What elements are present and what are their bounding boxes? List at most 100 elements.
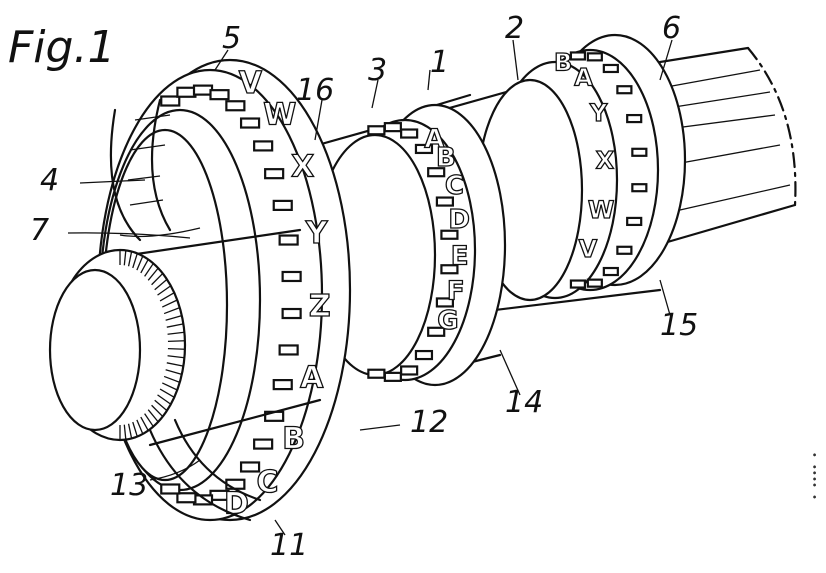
ring-letter: G xyxy=(437,306,458,336)
ring-letter: V xyxy=(579,235,598,263)
reference-numeral-13: 13 xyxy=(110,468,148,503)
knob xyxy=(48,228,322,447)
reference-numeral-7: 7 xyxy=(30,213,49,248)
knurl-line xyxy=(159,292,175,302)
knurl-line xyxy=(154,399,168,412)
ring-tooth xyxy=(176,492,197,504)
ring-tooth xyxy=(253,438,274,450)
ring-tooth xyxy=(400,365,419,376)
ring-letter: C xyxy=(257,465,279,500)
knurl-line xyxy=(154,278,168,291)
knurl-line xyxy=(136,255,144,271)
knurl-line xyxy=(167,347,185,350)
ring-tooth xyxy=(427,326,446,337)
knurl-line xyxy=(167,355,185,359)
reference-numeral-16: 16 xyxy=(296,73,334,108)
knurl-line xyxy=(151,404,164,417)
ring-tooth xyxy=(435,196,454,207)
knurl-line xyxy=(151,273,164,286)
knurl-line xyxy=(157,394,172,405)
ring-tooth xyxy=(383,122,402,133)
knurl-line xyxy=(123,424,127,440)
ring-tooth xyxy=(367,125,386,136)
ring-tooth xyxy=(383,371,402,382)
knurl-line xyxy=(161,382,178,391)
ring-tooth xyxy=(281,307,302,320)
ring-letter: B xyxy=(282,422,305,457)
reference-numeral-5: 5 xyxy=(222,21,241,56)
ring-letter: E xyxy=(451,242,469,272)
ring-tooth xyxy=(264,168,285,180)
ring-tooth xyxy=(427,167,446,178)
knurl-line xyxy=(165,315,182,321)
ring-tooth xyxy=(209,89,230,101)
ring-tooth xyxy=(616,245,633,255)
ring-tooth xyxy=(278,234,299,246)
figure-title: Fig.1 xyxy=(8,22,115,73)
ring-tooth xyxy=(239,461,261,473)
reference-numeral-2: 2 xyxy=(505,11,524,46)
ring-tooth xyxy=(569,51,587,61)
knurl-line xyxy=(157,285,172,296)
knurl-line xyxy=(144,413,154,427)
reference-numeral-4: 4 xyxy=(40,163,59,198)
knurl-line xyxy=(140,259,149,274)
knurl-line xyxy=(132,421,138,437)
knurl-line xyxy=(136,419,144,435)
ring-tooth xyxy=(602,63,619,74)
knurl-line xyxy=(163,375,180,383)
ring-letter: A xyxy=(424,124,444,154)
ring-tooth xyxy=(414,349,434,361)
ring-tooth xyxy=(272,379,293,391)
ring-tooth xyxy=(160,95,181,107)
ring-letter: A xyxy=(300,360,324,395)
ring-tooth xyxy=(192,84,214,96)
ring-letter: W xyxy=(263,97,296,132)
ring-tooth xyxy=(440,229,459,240)
knurl-line xyxy=(123,250,127,266)
reference-numeral-3: 3 xyxy=(368,53,387,88)
ring-letter: X xyxy=(291,149,314,184)
knurl-line xyxy=(159,388,175,398)
leader-lines xyxy=(67,39,673,536)
reference-numeral-15: 15 xyxy=(660,308,698,343)
ring-letter: W xyxy=(588,196,614,224)
ring-tooth xyxy=(278,344,299,356)
knurl-line xyxy=(166,362,184,367)
ring-letter: Z xyxy=(309,289,331,324)
ring-tooth xyxy=(239,117,261,129)
ring-letter: V xyxy=(239,66,263,101)
ring-tooth xyxy=(440,264,459,275)
ring-tooth xyxy=(272,199,293,211)
knurl-line xyxy=(147,409,159,423)
reference-numeral-1: 1 xyxy=(430,45,449,80)
ring-tooth xyxy=(586,52,603,62)
knurl-line xyxy=(165,369,182,375)
knurl-line xyxy=(132,253,138,269)
ring-tooth xyxy=(176,86,197,98)
knurl-line xyxy=(166,323,184,328)
reference-numeral-11: 11 xyxy=(270,528,308,563)
ring-letter: B xyxy=(554,48,572,76)
ring-tooth xyxy=(631,147,648,157)
ring-letter: A xyxy=(574,64,593,92)
reference-numeral-14: 14 xyxy=(505,385,543,420)
knurl-line xyxy=(167,331,185,335)
ring-tooth xyxy=(569,279,587,289)
ring-letter: D xyxy=(448,205,470,235)
ring-tooth xyxy=(253,140,274,152)
knurl-line xyxy=(127,423,133,439)
knurl-line xyxy=(163,307,180,315)
ring-tooth xyxy=(281,270,302,283)
ring-tooth xyxy=(586,278,603,288)
ring-tooth xyxy=(225,100,246,112)
ring-tooth xyxy=(626,216,643,227)
ring-tooth xyxy=(631,183,648,193)
knurl-line xyxy=(161,299,178,308)
reference-numeral-6: 6 xyxy=(662,11,681,46)
knurl-line xyxy=(147,267,159,281)
ring-letter: B xyxy=(436,143,456,173)
